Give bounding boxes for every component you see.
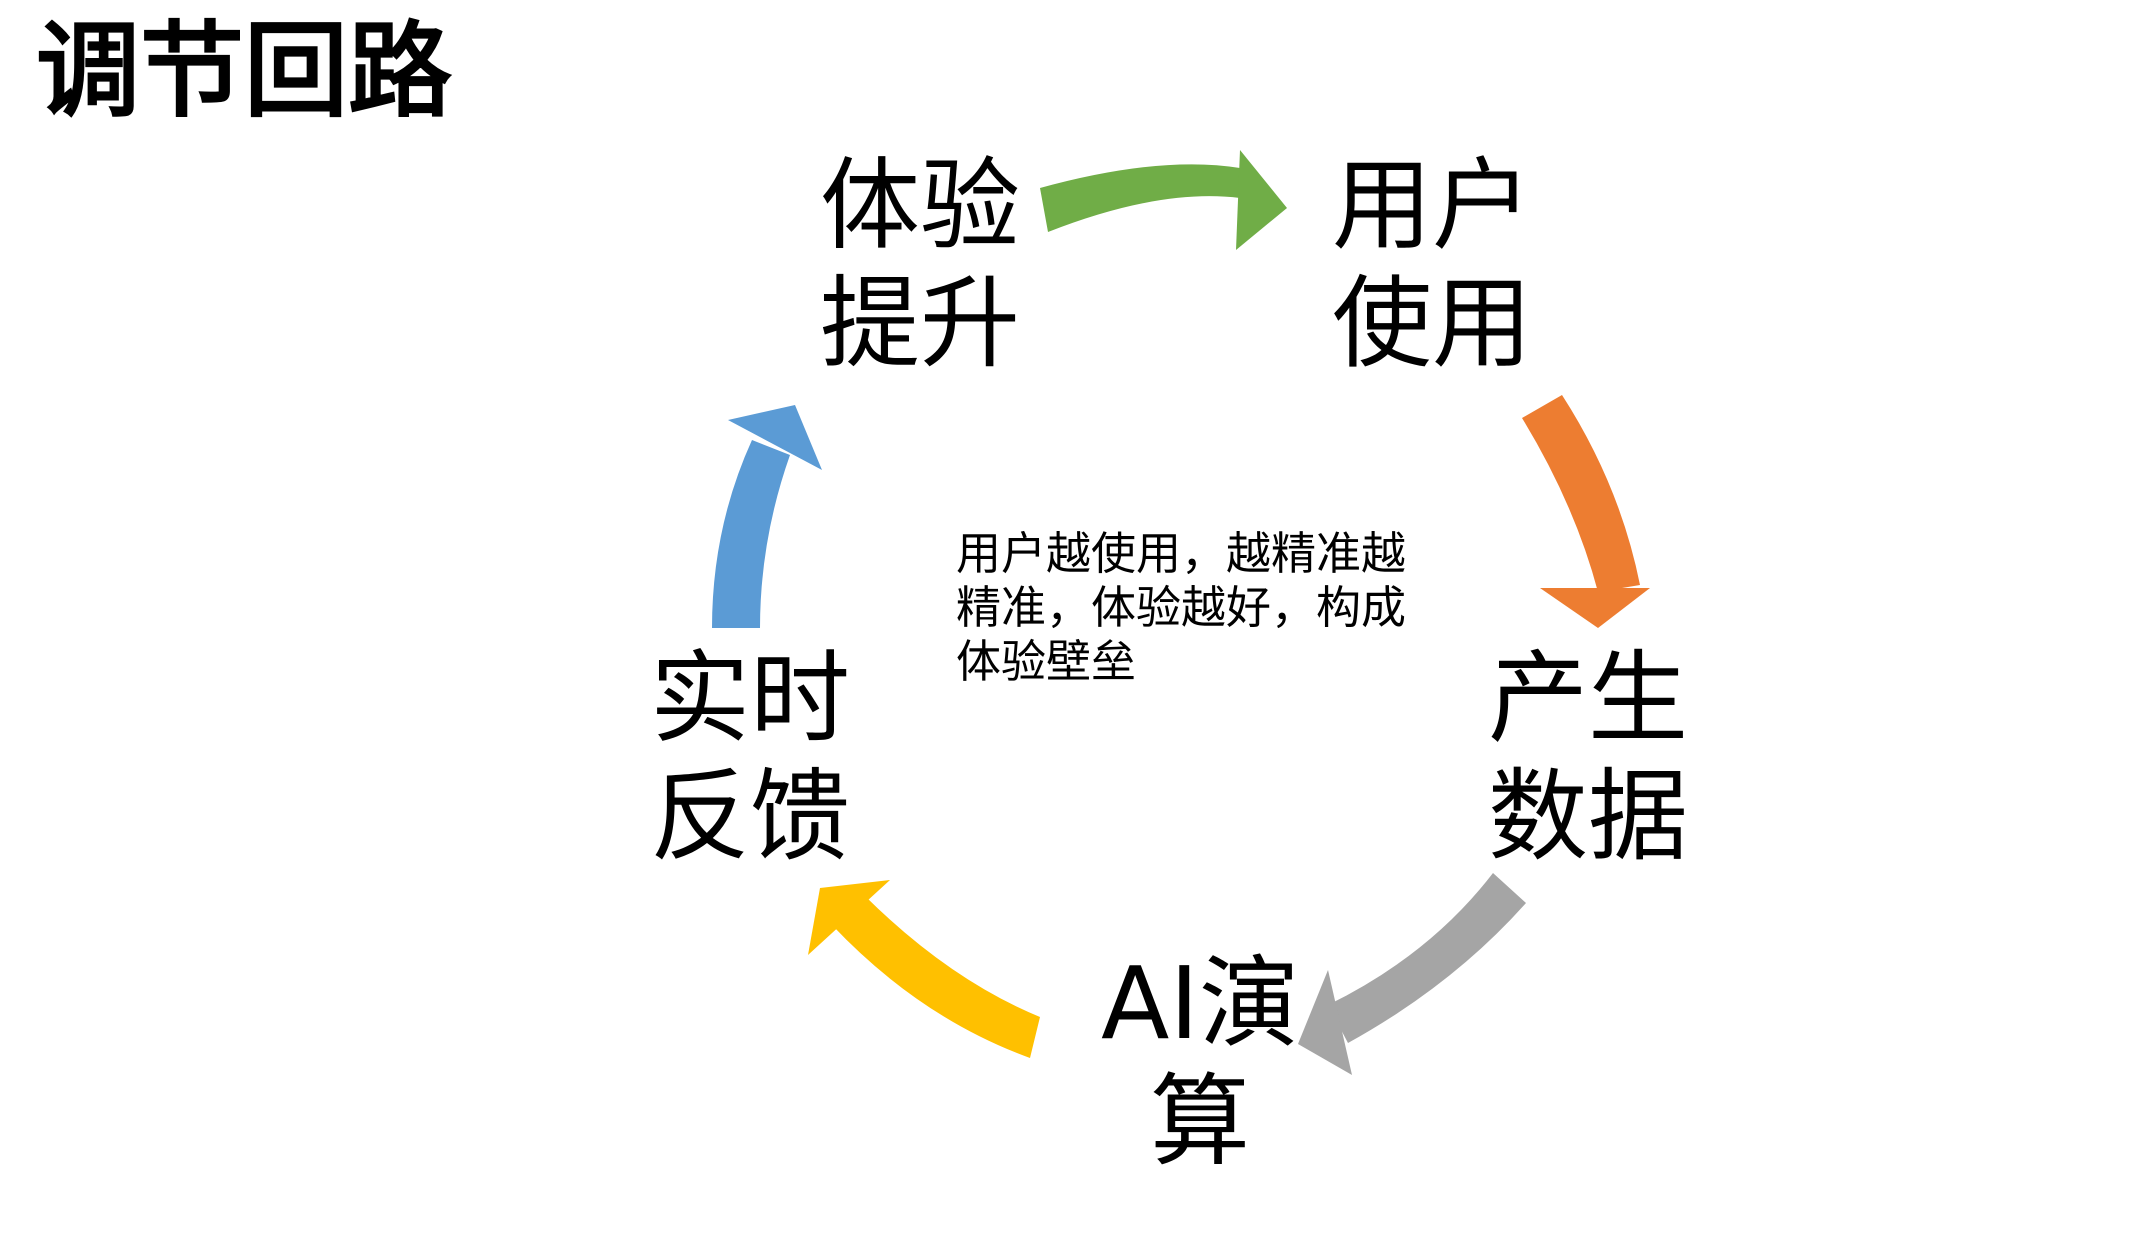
center-line: 精准，体验越好，构成 (956, 581, 1407, 634)
node-line: 算 (1150, 1063, 1250, 1180)
node-generate-data: 产生 数据 (1468, 640, 1708, 876)
arrow-green-head-icon (1236, 150, 1287, 250)
node-line: 体验 (820, 147, 1020, 264)
node-line: 数据 (1488, 758, 1688, 875)
arrow-blue-head-icon (728, 405, 822, 470)
node-line: 用户 (1332, 147, 1532, 264)
arrow-yellow-head-icon (808, 880, 890, 955)
node-realtime-feedback: 实时 反馈 (630, 640, 870, 876)
arrow-orange-head-icon (1540, 588, 1650, 628)
arrow-green-icon (1040, 164, 1240, 232)
node-user-usage: 用户 使用 (1312, 147, 1552, 383)
arrow-orange-icon (1522, 395, 1640, 592)
node-line: 提升 (820, 265, 1020, 382)
arrow-yellow-icon (832, 897, 1040, 1058)
node-ai-compute: AI演 算 (1060, 945, 1340, 1181)
node-line: AI演 (1101, 945, 1299, 1062)
center-line: 体验壁垒 (956, 635, 1137, 688)
node-line: 反馈 (650, 758, 850, 875)
arrow-gray-icon (1328, 873, 1526, 1043)
node-line: 实时 (650, 640, 850, 757)
arrow-blue-icon (712, 440, 790, 628)
arrow-gray-head-icon (1298, 970, 1352, 1075)
slide-title: 调节回路 (36, 10, 453, 132)
node-line: 使用 (1332, 265, 1532, 382)
node-experience-improve: 体验 提升 (800, 147, 1040, 383)
center-line: 用户越使用，越精准越 (956, 527, 1407, 580)
center-description: 用户越使用，越精准越 精准，体验越好，构成 体验壁垒 (956, 527, 1426, 689)
node-line: 产生 (1488, 640, 1688, 757)
